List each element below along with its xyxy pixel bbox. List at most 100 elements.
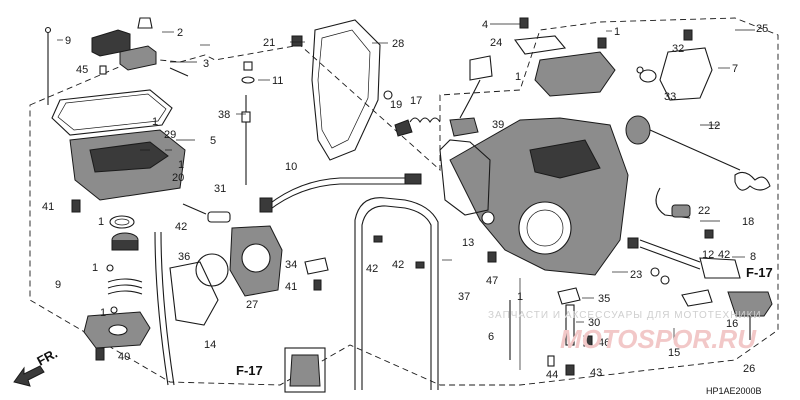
callout-26[interactable]: 26 [743,363,755,375]
drain-screw-16 [727,291,773,317]
callout-19[interactable]: 19 [390,99,402,111]
callout-41-right[interactable]: 41 [285,281,297,293]
callout-37[interactable]: 37 [458,291,470,303]
callout-34[interactable]: 34 [285,259,297,271]
callout-36[interactable]: 36 [178,251,190,263]
o-ring-inner [114,218,130,226]
hose-clip-42b [415,261,425,269]
callout-6[interactable]: 6 [488,331,494,343]
callout-43[interactable]: 43 [590,367,602,379]
small-bolt-45 [99,65,107,75]
callout-1-gasket[interactable]: 1 [152,116,158,128]
callout-39[interactable]: 39 [492,119,504,131]
callout-1-oring[interactable]: 1 [98,216,104,228]
callout-47[interactable]: 47 [486,275,498,287]
callout-9-lower[interactable]: 9 [55,279,61,291]
callout-45[interactable]: 45 [76,64,88,76]
rod-tip [44,26,52,34]
linkage-cover-7 [659,47,713,101]
ref-f17-left[interactable]: F-17 [236,363,263,378]
callout-42-right[interactable]: 42 [718,249,730,261]
watermark-line: ЗАПЧАСТИ И АКСЕССУАРЫ ДЛЯ МОТОТЕХНИКИ [488,310,762,321]
callout-21[interactable]: 21 [263,37,275,49]
pump-spring [107,278,143,295]
callout-14[interactable]: 14 [204,339,216,351]
callout-11[interactable]: 11 [272,75,283,87]
callout-31[interactable]: 31 [214,183,226,195]
callout-7[interactable]: 7 [732,63,738,75]
f17-left-frame [284,347,326,393]
callout-27[interactable]: 27 [246,299,258,311]
vent-hose-36-edge [160,231,175,386]
callout-17[interactable]: 17 [410,95,422,107]
callout-1-cover[interactable]: 1 [100,307,106,319]
callout-33[interactable]: 33 [664,91,676,103]
callout-42-left[interactable]: 42 [175,221,187,233]
callout-30[interactable]: 30 [588,317,600,329]
callout-41-left[interactable]: 41 [42,201,54,213]
callout-46[interactable]: 46 [598,337,610,349]
callout-10[interactable]: 10 [285,161,297,173]
callout-38[interactable]: 38 [218,109,230,121]
callout-29[interactable]: 29 [164,129,176,141]
gasket-inner [57,93,167,131]
clip-19 [394,119,413,137]
callout-23[interactable]: 23 [630,269,642,281]
throttle-spring-13 [481,211,495,225]
callout-42-hose[interactable]: 42 [366,263,378,275]
callout-15[interactable]: 15 [668,347,680,359]
cover-bolt [383,90,393,100]
callout-22[interactable]: 22 [698,205,710,217]
pump-body [111,240,139,251]
cap-screw [137,17,153,29]
callout-1-bowl[interactable]: 1 [178,159,184,171]
needle-washer [241,76,255,84]
throttle-cable-10 [267,177,420,206]
callout-25[interactable]: 25 [756,23,768,35]
return-spring [734,171,771,191]
insulator-bore [241,243,271,273]
small-ring [106,264,114,272]
sensor-22 [671,204,691,218]
needle-jet-30 [565,304,575,346]
callout-16[interactable]: 16 [726,318,738,330]
callout-9[interactable]: 9 [65,35,71,47]
callout-44[interactable]: 44 [546,369,558,381]
screw-21 [291,35,303,47]
spring-17 [409,117,441,124]
screw-4 [519,17,529,29]
callout-2[interactable]: 2 [177,27,183,39]
callout-40[interactable]: 40 [118,351,130,363]
callout-24[interactable]: 24 [490,37,502,49]
sensor-connector [469,55,493,81]
callout-8[interactable]: 8 [750,251,756,263]
small-ring-b [110,306,118,314]
callout-32[interactable]: 32 [672,43,684,55]
callout-1-top[interactable]: 1 [614,26,620,38]
callout-5[interactable]: 5 [210,135,216,147]
callout-13[interactable]: 13 [462,237,474,249]
callout-12-top[interactable]: 12 [708,120,720,132]
callout-3[interactable]: 3 [203,58,209,70]
callout-28[interactable]: 28 [392,38,404,50]
screw-7 [683,29,693,41]
top-plate [534,51,616,97]
vent-hose-36 [154,231,169,386]
callout-20[interactable]: 20 [172,172,184,184]
needle-clip [241,111,251,123]
callout-1-pump[interactable]: 1 [92,262,98,274]
float-bowl-gasket [51,89,173,136]
main-jet-43 [565,364,575,376]
needle-cap [243,61,253,71]
washer-15b [660,275,670,285]
callout-1-plate[interactable]: 1 [515,71,521,83]
needle-jet-35 [557,287,581,305]
callout-42-center[interactable]: 42 [392,259,404,271]
callout-4[interactable]: 4 [482,19,488,31]
callout-35[interactable]: 35 [598,293,610,305]
callout-18[interactable]: 18 [742,216,754,228]
ref-f17-right[interactable]: F-17 [746,265,773,280]
callout-1-jet[interactable]: 1 [517,291,523,303]
callout-12-low[interactable]: 12 [702,249,714,261]
